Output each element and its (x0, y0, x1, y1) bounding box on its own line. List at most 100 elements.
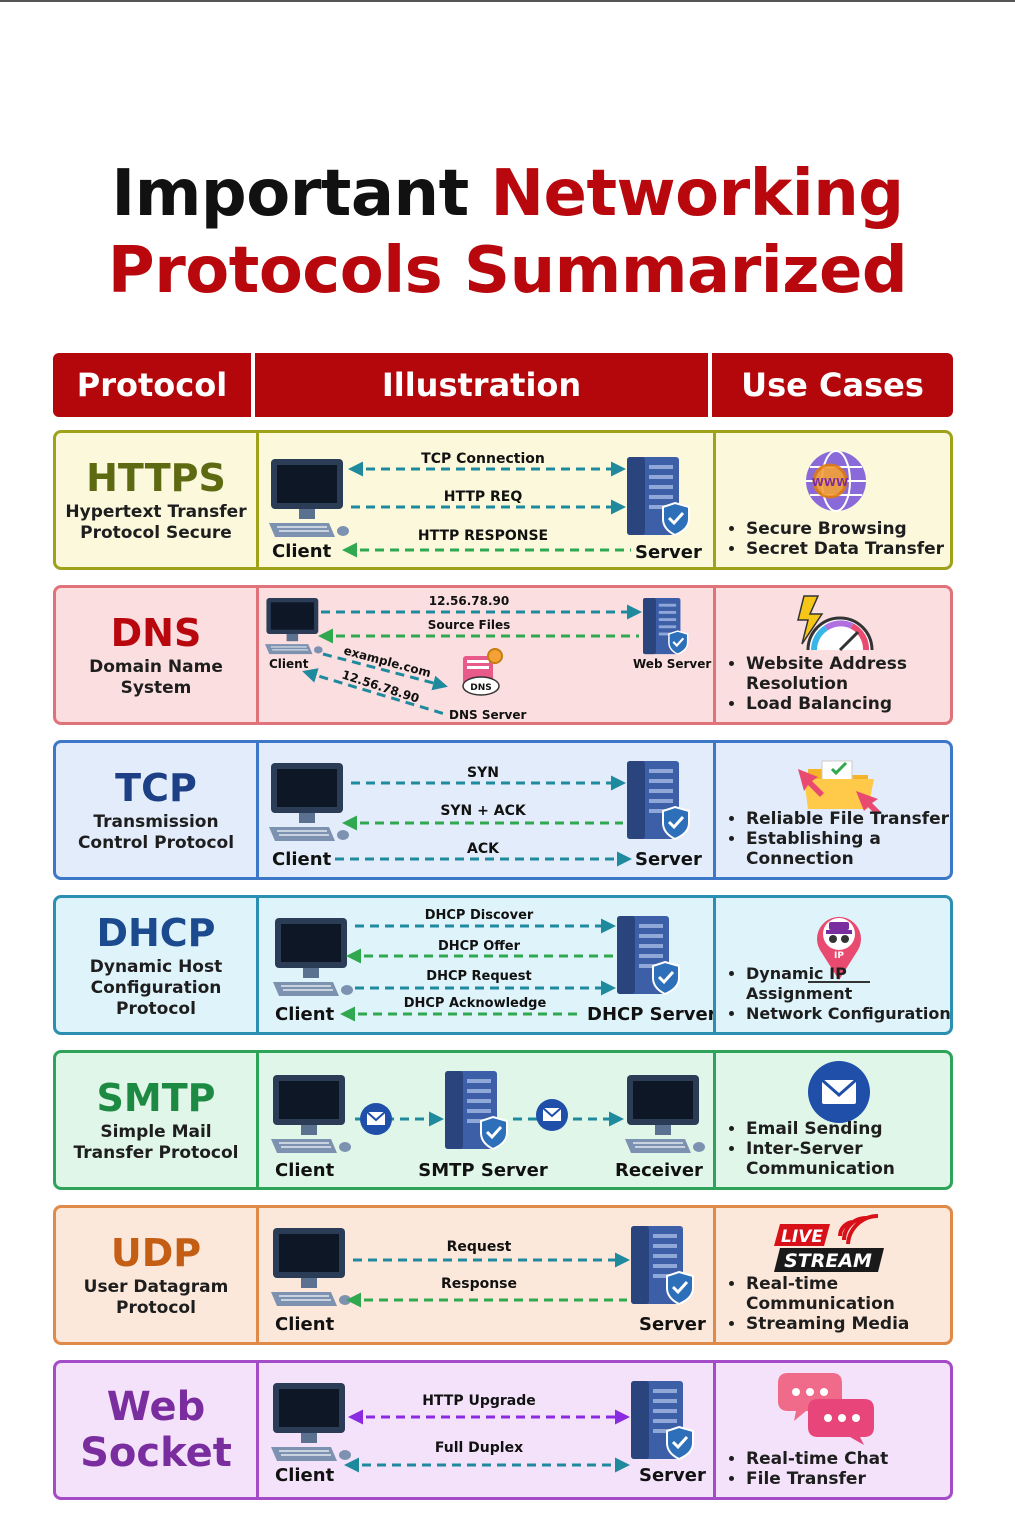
protocol-full-line: Domain Name (89, 657, 223, 677)
client-computer-icon (265, 598, 323, 655)
row-divider (256, 898, 259, 1032)
page-title-line2: Protocols Summarized (0, 232, 1015, 310)
row-websocket: Web Socket HTTP Upgrade Full Duplex Clie… (53, 1360, 953, 1500)
protocol-name: TCP (115, 766, 197, 810)
live-stream-icon: LIVE STREAM (774, 1214, 884, 1272)
header-protocol: Protocol (53, 353, 251, 417)
row-divider (713, 433, 716, 567)
svg-text:DNS: DNS (470, 683, 492, 693)
envelope-icon (808, 1061, 870, 1123)
envelope-icon (360, 1103, 392, 1135)
client-label: Client (272, 541, 332, 562)
illustration-dns: DNS 12.56.78.90 Source Files example.com… (259, 588, 713, 722)
client-computer-icon (271, 1075, 351, 1153)
row-divider (713, 1208, 716, 1342)
server-label: Server (635, 849, 702, 870)
use-case-item: Secret Data Transfer (746, 539, 944, 559)
illustration-websocket: HTTP Upgrade Full Duplex Client Server (259, 1363, 713, 1497)
row-divider (256, 588, 259, 722)
arrow-label: SYN (467, 765, 499, 781)
protocol-name: DHCP (96, 910, 216, 955)
row-dns: DNS Domain Name System DNS 12.56.78.90 S… (53, 585, 953, 725)
header-illustration: Illustration (255, 353, 708, 417)
title-black-word: Important (111, 157, 469, 231)
arrow-label: DHCP Discover (425, 908, 534, 923)
row-smtp: SMTP Simple Mail Transfer Protocol Clien… (53, 1050, 953, 1190)
row-divider (256, 433, 259, 567)
use-case-item: Email Sending (746, 1119, 895, 1139)
row-dhcp: DHCP Dynamic Host Configuration Protocol… (53, 895, 953, 1035)
use-case-list: Email Sending Inter-Server Communication (726, 1119, 895, 1179)
use-case-item: Real-time Chat (746, 1449, 888, 1469)
use-case-item: Establishing a (746, 829, 949, 849)
arrow-label: Full Duplex (435, 1440, 523, 1456)
protocol-full-line: Control Protocol (77, 833, 235, 853)
server-icon (625, 759, 691, 841)
use-case-item: Website Address (746, 654, 907, 674)
protocol-full-line: Protocol (116, 998, 196, 1019)
stream-text: STREAM (784, 1250, 872, 1272)
smtp-server-label: SMTP Server (418, 1160, 548, 1181)
live-text: LIVE (781, 1227, 823, 1247)
use-case-item: Secure Browsing (746, 519, 944, 539)
illustration-tcp: SYN SYN + ACK ACK Client Server (259, 743, 713, 877)
use-cases-cell: Email Sending Inter-Server Communication (716, 1053, 953, 1187)
chat-bubbles-icon (778, 1373, 874, 1445)
protocol-name: SMTP (96, 1076, 216, 1120)
use-case-item-continued: Connection (746, 849, 854, 869)
row-udp: UDP User Datagram Protocol Request Respo… (53, 1205, 953, 1345)
header-use-cases: Use Cases (712, 353, 953, 417)
row-divider (713, 588, 716, 722)
use-case-item: Real-time (746, 1274, 909, 1294)
use-case-item-continued: Resolution (746, 674, 849, 694)
protocol-full-line: Hypertext Transfer (65, 502, 247, 522)
use-case-list: Real-time Chat File Transfer (726, 1449, 888, 1489)
dhcp-server-icon (615, 914, 681, 996)
arrow-label: HTTP Upgrade (422, 1393, 536, 1409)
row-divider (713, 1053, 716, 1187)
arrow-label: DHCP Acknowledge (404, 996, 547, 1011)
title-red-line: Protocols Summarized (107, 234, 908, 308)
protocol-full-line: Configuration (90, 977, 222, 998)
server-label: Server (639, 1465, 706, 1486)
arrow-label: Request (447, 1239, 512, 1255)
protocol-name: HTTPS (86, 456, 226, 500)
use-cases-cell: WWW Secure Browsing Secret Data Transfer (716, 433, 953, 567)
client-label: Client (275, 1314, 335, 1335)
illustration-https: TCP Connection HTTP REQ HTTP RESPONSE Cl… (259, 433, 713, 567)
illustration-smtp: Client SMTP Server Receiver (259, 1053, 713, 1187)
receiver-label: Receiver (615, 1160, 703, 1181)
page-title-line1: Important Networking (0, 155, 1015, 233)
client-computer-icon (273, 918, 353, 996)
use-case-item: Dynamic IP Assignment (746, 964, 953, 1004)
row-divider (713, 1363, 716, 1497)
use-case-list: Reliable File Transfer Establishing a Co… (726, 809, 949, 869)
illustration-udp: Request Response Client Server (259, 1208, 713, 1342)
use-case-item: Reliable File Transfer (746, 809, 949, 829)
row-tcp: TCP Transmission Control Protocol SYN SY… (53, 740, 953, 880)
server-icon (629, 1379, 695, 1461)
use-cases-cell: LIVE STREAM Real-time Communication Stre… (716, 1208, 953, 1342)
svg-text:IP: IP (834, 951, 844, 961)
protocol-cell: DHCP Dynamic Host Configuration Protocol (56, 898, 256, 1032)
arrow-label: Source Files (428, 618, 510, 632)
use-case-list: Website Address Resolution Load Balancin… (726, 654, 907, 714)
client-computer-icon (271, 1383, 351, 1461)
client-label: Client (269, 657, 309, 671)
use-case-list: Dynamic IP Assignment Network Configurat… (726, 964, 953, 1024)
www-globe-icon: WWW (806, 450, 866, 512)
protocol-full-line: System (120, 678, 192, 698)
use-case-item-continued: Communication (746, 1159, 895, 1179)
use-case-item: Load Balancing (746, 694, 907, 714)
server-label: Server (635, 542, 702, 563)
client-label: Client (275, 1465, 335, 1486)
use-cases-cell: Reliable File Transfer Establishing a Co… (716, 743, 953, 877)
use-case-item: Network Configuration (746, 1004, 953, 1024)
use-case-item-continued: Communication (746, 1294, 895, 1314)
protocol-name: Socket (80, 1430, 232, 1476)
row-divider (713, 898, 716, 1032)
client-label: Client (275, 1160, 335, 1181)
row-divider (256, 743, 259, 877)
arrow-label: ACK (467, 841, 500, 857)
arrow-label: HTTP REQ (444, 489, 523, 505)
